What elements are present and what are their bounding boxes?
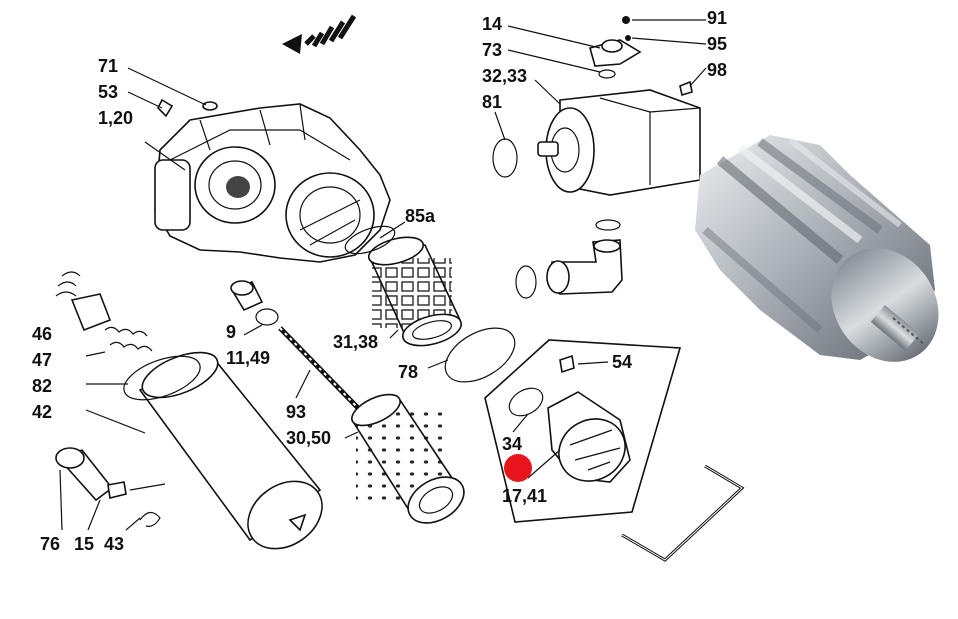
filter-bowl-42 [138,351,323,550]
part-label-14: 14 [482,14,502,34]
part-label-85a: 85a [405,206,436,226]
hydraulic-motor [492,16,701,299]
valve-76-15 [55,447,127,502]
part-label-73: 73 [482,40,502,60]
direction-arrow-icon [282,14,357,54]
part-label-98: 98 [707,60,727,80]
clip-43 [129,483,166,527]
washer-71 [202,101,218,111]
part-labels: 71 53 1,20 14 73 32,33 81 91 95 98 85a 4… [32,8,727,554]
filter-element-31-38 [367,236,463,347]
part-label-53: 53 [98,82,118,102]
o-ring-11-49 [255,308,279,326]
part-label-42: 42 [32,402,52,422]
spring-46 [55,271,112,332]
o-ring-82 [123,355,201,401]
part-label-31-38: 31,38 [333,332,378,352]
part-label-43: 43 [104,534,124,554]
wire-handle [621,464,745,562]
part-label-81: 81 [482,92,502,112]
part-label-91: 91 [707,8,727,28]
leader-lines [59,19,707,531]
part-label-30-50: 30,50 [286,428,331,448]
part-label-95: 95 [707,34,727,54]
pump-housing [154,103,391,263]
metal-filter-photo [695,135,939,362]
o-ring-78 [444,327,516,383]
small-fitting-53 [157,98,174,118]
part-label-76: 76 [40,534,60,554]
part-label-47: 47 [32,350,52,370]
filter-element-30-50 [350,393,465,524]
rod-93 [278,326,362,412]
part-label-54: 54 [612,352,632,372]
part-label-9: 9 [226,322,236,342]
part-label-71: 71 [98,56,118,76]
part-label-78: 78 [398,362,418,382]
part-label-17-41: 17,41 [502,486,547,506]
part-label-32-33: 32,33 [482,66,527,86]
part-label-15: 15 [74,534,94,554]
part-label-93: 93 [286,402,306,422]
part-label-34: 34 [502,434,522,454]
o-ring-85a [344,225,396,255]
part-label-11-49: 11,49 [226,348,270,368]
nozzle-9 [230,280,264,312]
part-label-46: 46 [32,324,52,344]
spring-47 [104,326,153,352]
part-label-82: 82 [32,376,52,396]
cap-assembly-inset [484,339,682,523]
highlight-marker [504,454,532,482]
part-label-1-20: 1,20 [98,108,133,128]
